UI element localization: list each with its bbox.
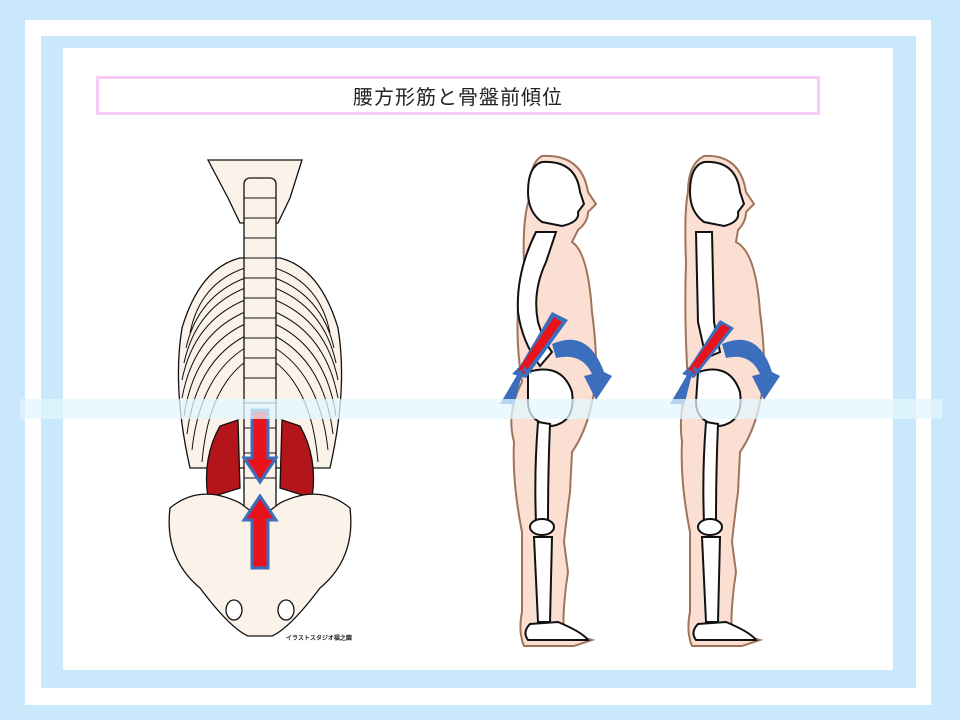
title-box: 腰方形筋と骨盤前傾位 xyxy=(96,76,820,115)
illustration-credit: イラストスタジオ福之園 xyxy=(286,635,352,642)
slide-title: 腰方形筋と骨盤前傾位 xyxy=(353,85,563,109)
watermark-band xyxy=(20,399,942,419)
